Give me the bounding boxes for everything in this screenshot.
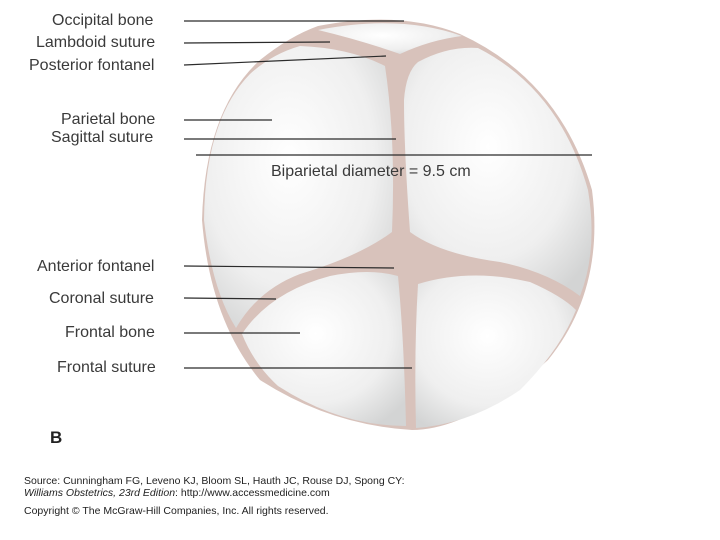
label-coronal-suture: Coronal suture bbox=[49, 290, 154, 307]
leader-lambdoid-suture bbox=[183, 41, 331, 44]
label-frontal-suture: Frontal suture bbox=[57, 359, 156, 376]
occipital-bone-shape bbox=[318, 23, 462, 54]
label-parietal-bone: Parietal bone bbox=[61, 111, 155, 128]
leader-coronal-suture bbox=[183, 297, 277, 300]
right-parietal-bone-shape bbox=[404, 47, 592, 297]
source-line-2: Williams Obstetrics, 23rd Edition: http:… bbox=[24, 487, 330, 499]
left-frontal-bone-shape bbox=[242, 272, 406, 426]
left-parietal-bone-shape bbox=[204, 46, 394, 328]
label-anterior-fontanel: Anterior fontanel bbox=[37, 258, 154, 275]
leader-anterior-fontanel bbox=[183, 265, 395, 269]
label-posterior-fontanel: Posterior fontanel bbox=[29, 57, 154, 74]
source-url-text: : http://www.accessmedicine.com bbox=[175, 487, 330, 499]
panel-letter: B bbox=[50, 428, 63, 447]
label-biparietal-diameter: Biparietal diameter = 9.5 cm bbox=[271, 163, 471, 180]
label-occipital-bone: Occipital bone bbox=[52, 12, 153, 29]
leader-posterior-fontanel bbox=[183, 55, 387, 66]
label-sagittal-suture: Sagittal suture bbox=[51, 129, 153, 146]
label-frontal-bone: Frontal bone bbox=[65, 324, 155, 341]
right-frontal-bone-shape bbox=[415, 275, 576, 428]
label-lambdoid-suture: Lambdoid suture bbox=[36, 34, 155, 51]
copyright-notice: Copyright © The McGraw-Hill Companies, I… bbox=[24, 505, 329, 517]
source-line-1: Source: Cunningham FG, Leveno KJ, Bloom … bbox=[24, 475, 405, 487]
book-title: Williams Obstetrics, 23rd Edition bbox=[24, 487, 176, 499]
